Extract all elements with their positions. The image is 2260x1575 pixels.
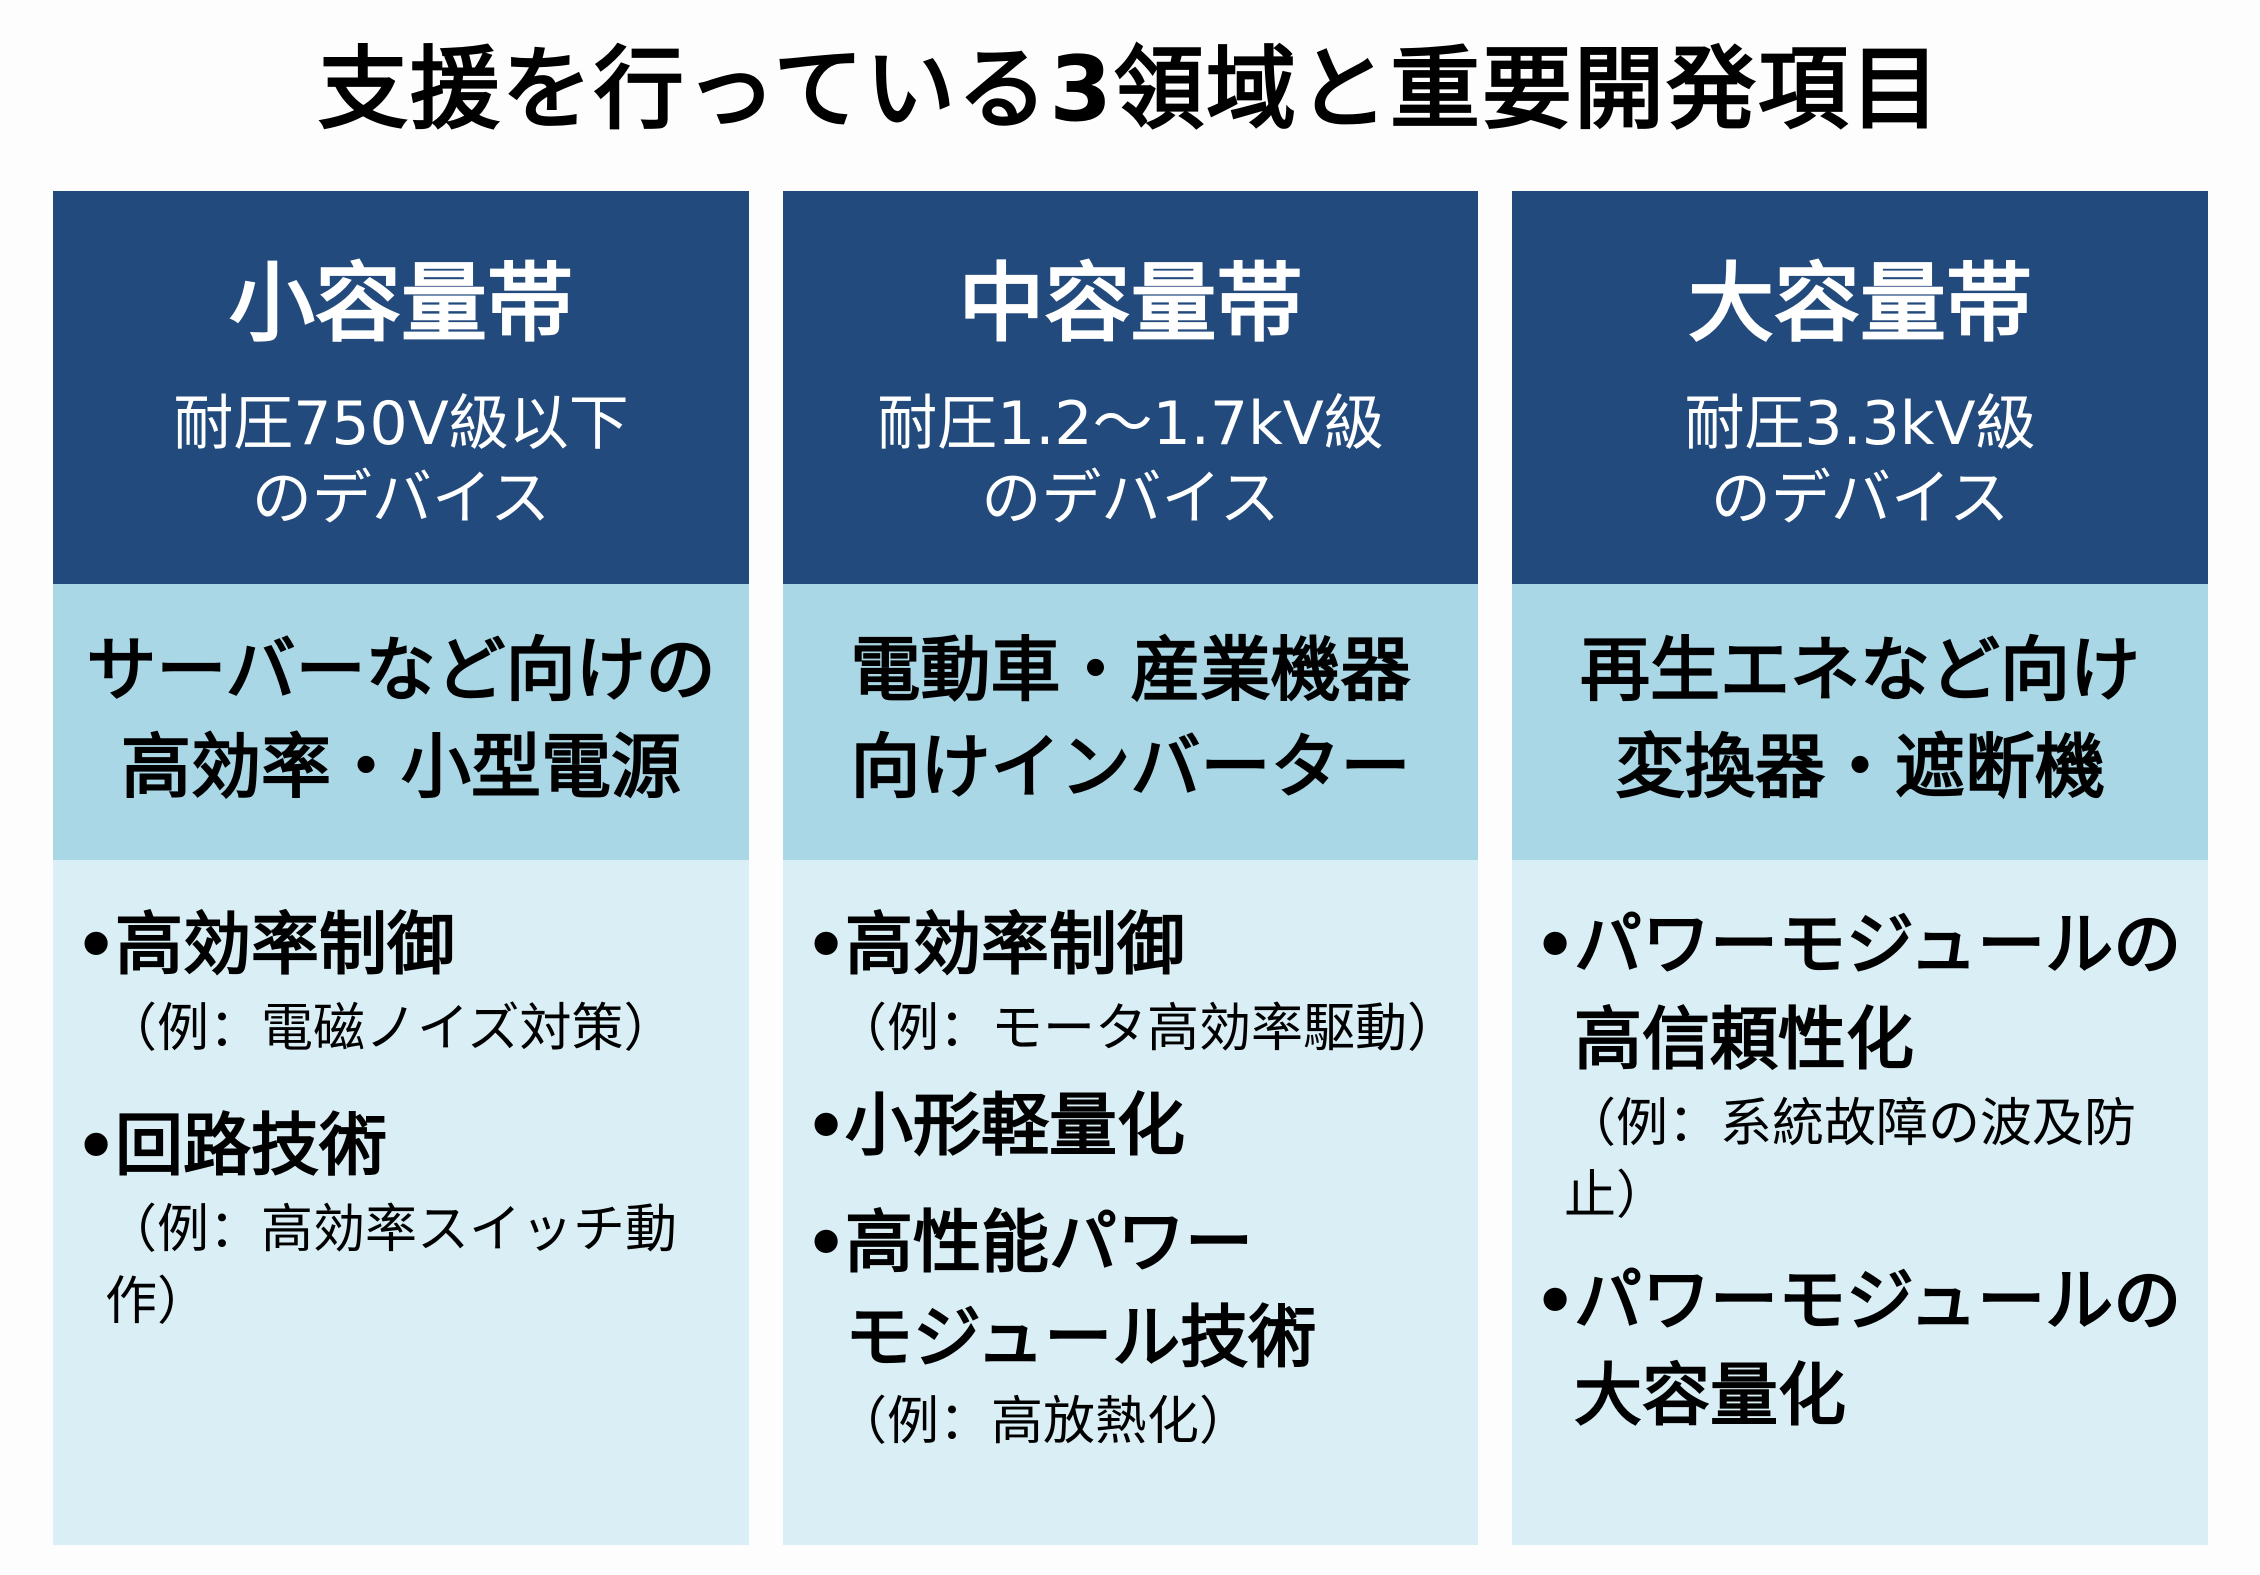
application-band: サーバーなど向けの 高効率・小型電源 xyxy=(53,584,749,860)
development-items: • 高効率制御 （例：電磁ノイズ対策） • 回路技術 （例：高効率スイッチ動 作… xyxy=(53,860,749,1545)
application-line: サーバーなど向けの xyxy=(86,629,716,711)
voltage-rating-line: のデバイス xyxy=(981,464,1280,534)
list-item: • パワーモジュールの 大容量化 xyxy=(1534,1254,2198,1444)
bullet-icon: • xyxy=(805,1088,848,1165)
column-title: 中容量帯 xyxy=(958,254,1303,354)
bullet-icon: • xyxy=(805,1205,848,1282)
bullet-icon: • xyxy=(75,907,118,984)
item-title: 小形軽量化 xyxy=(845,1087,1186,1166)
bullet-icon: • xyxy=(1534,907,1577,984)
item-title: パワーモジュールの xyxy=(1574,1262,2182,1341)
item-title: 高効率制御 xyxy=(845,906,1186,985)
application-line: 再生エネなど向け xyxy=(1580,629,2140,711)
application-band: 再生エネなど向け 変換器・遮断機 xyxy=(1512,584,2208,860)
page-title: 支援を行っている3領域と重要開発項目 xyxy=(317,37,1943,142)
application-line: 向けインバーター xyxy=(850,726,1411,808)
item-title: 大容量化 xyxy=(1574,1357,1847,1436)
voltage-rating-line: のデバイス xyxy=(1710,464,2010,534)
item-example: 作） xyxy=(105,1272,210,1332)
item-example: （例：電磁ノイズ対策） xyxy=(105,999,676,1059)
column-title: 大容量帯 xyxy=(1688,254,2032,354)
column-large-capacity: 大容量帯 耐圧3.3kV級 のデバイス 再生エネなど向け 変換器・遮断機 • パ… xyxy=(1512,191,2208,1545)
item-title: パワーモジュールの xyxy=(1574,906,2182,985)
list-item: • 高効率制御 （例：モータ高効率駆動） xyxy=(805,898,1468,1065)
bullet-icon: • xyxy=(1534,1263,1577,1340)
voltage-rating: 耐圧750V級以下 のデバイス xyxy=(53,387,749,537)
voltage-rating: 耐圧3.3kV級 のデバイス xyxy=(1512,387,2208,537)
application-line: 電動車・産業機器 xyxy=(850,629,1411,711)
column-medium-capacity: 中容量帯 耐圧1.2～1.7kV級 のデバイス 電動車・産業機器 向けインバータ… xyxy=(783,191,1478,1545)
column-small-capacity: 小容量帯 耐圧750V級以下 のデバイス サーバーなど向けの 高効率・小型電源 … xyxy=(53,191,749,1545)
item-example: （例：高放熱化） xyxy=(835,1392,1252,1452)
item-title: 回路技術 xyxy=(115,1107,388,1186)
item-title: 高性能パワー xyxy=(845,1204,1254,1283)
item-example: （例：モータ高効率駆動） xyxy=(835,999,1460,1059)
bullet-icon: • xyxy=(75,1108,118,1185)
voltage-rating: 耐圧1.2～1.7kV級 のデバイス xyxy=(783,387,1478,537)
application-band: 電動車・産業機器 向けインバーター xyxy=(783,584,1478,860)
voltage-rating-line: のデバイス xyxy=(251,464,551,534)
item-example: （例：高効率スイッチ動 xyxy=(105,1200,678,1260)
item-title: 高信頼性化 xyxy=(1574,1001,1915,1080)
development-items: • パワーモジュールの 高信頼性化 （例：系統故障の波及防 止） • パワーモジ… xyxy=(1512,860,2208,1545)
item-title: モジュール技術 xyxy=(845,1299,1317,1378)
application-line: 変換器・遮断機 xyxy=(1615,726,2105,808)
application-line: 高効率・小型電源 xyxy=(121,726,681,808)
item-example: （例：系統故障の波及防 xyxy=(1564,1094,2137,1154)
bullet-icon: • xyxy=(805,907,848,984)
item-title: 高効率制御 xyxy=(115,906,456,985)
column-header: 中容量帯 耐圧1.2～1.7kV級 のデバイス xyxy=(783,191,1478,584)
item-example: 止） xyxy=(1564,1166,1669,1226)
list-item: • 高性能パワー モジュール技術 （例：高放熱化） xyxy=(805,1196,1468,1458)
column-title: 小容量帯 xyxy=(229,254,573,354)
voltage-rating-line: 耐圧3.3kV級 xyxy=(1684,389,2036,459)
development-items: • 高効率制御 （例：モータ高効率駆動） • 小形軽量化 • 高性能パワー モジ… xyxy=(783,860,1478,1545)
list-item: • 小形軽量化 xyxy=(805,1079,1468,1174)
voltage-rating-line: 耐圧750V級以下 xyxy=(173,389,629,459)
column-header: 大容量帯 耐圧3.3kV級 のデバイス xyxy=(1512,191,2208,584)
list-item: • 回路技術 （例：高効率スイッチ動 作） xyxy=(75,1099,739,1338)
voltage-rating-line: 耐圧1.2～1.7kV級 xyxy=(877,389,1384,459)
list-item: • パワーモジュールの 高信頼性化 （例：系統故障の波及防 止） xyxy=(1534,898,2198,1232)
list-item: • 高効率制御 （例：電磁ノイズ対策） xyxy=(75,898,739,1065)
column-header: 小容量帯 耐圧750V級以下 のデバイス xyxy=(53,191,749,584)
